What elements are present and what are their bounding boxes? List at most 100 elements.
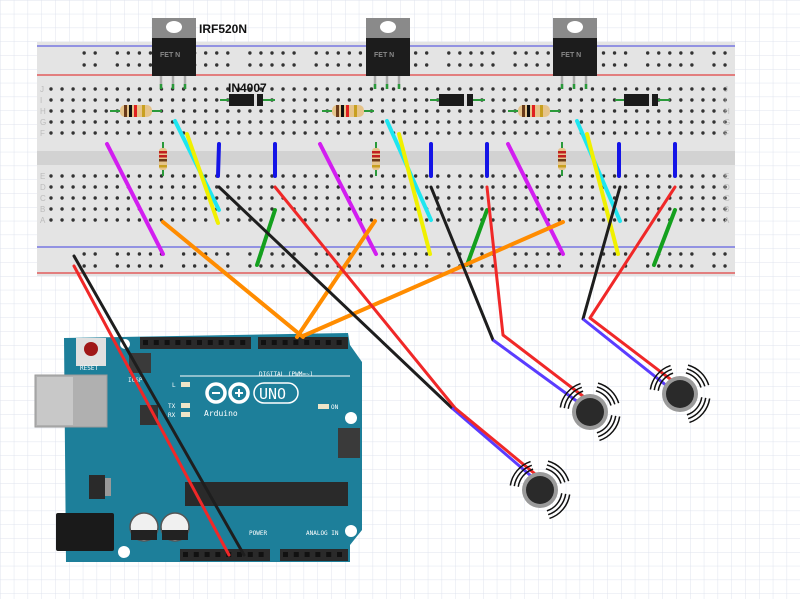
hole <box>391 207 396 211</box>
orange-wire[interactable] <box>161 220 305 339</box>
row-label: F <box>724 129 729 138</box>
pin-hole <box>164 340 170 345</box>
orange-wire[interactable] <box>295 219 377 339</box>
green-wire[interactable] <box>652 208 677 267</box>
rail-hole <box>402 252 407 256</box>
hole <box>712 120 716 124</box>
rail-hole <box>413 63 418 67</box>
hole <box>391 218 396 222</box>
rail-hole <box>126 252 131 256</box>
vibration-motor[interactable] <box>649 364 711 424</box>
digital-header-right[interactable] <box>258 337 348 349</box>
hole <box>391 174 396 178</box>
hole <box>204 174 208 178</box>
hole <box>148 207 153 211</box>
red-wire[interactable] <box>273 185 457 410</box>
hole <box>491 131 495 135</box>
hole <box>524 98 528 102</box>
hole <box>49 207 53 211</box>
rail-hole <box>358 51 363 55</box>
hole <box>458 120 462 124</box>
hole <box>469 185 473 189</box>
hole <box>115 87 120 91</box>
hole <box>568 174 573 178</box>
magenta-wire[interactable] <box>506 142 565 256</box>
mosfet[interactable]: FET N <box>366 18 410 89</box>
pin-hole <box>315 552 321 557</box>
hole <box>281 98 285 102</box>
hole <box>657 174 661 178</box>
hole <box>458 87 462 91</box>
rail-hole <box>215 252 219 256</box>
vibration-wave-icon <box>686 397 703 416</box>
hole <box>513 207 517 211</box>
red-wire[interactable] <box>588 185 677 320</box>
red-wire[interactable] <box>72 264 231 557</box>
hole <box>248 196 252 200</box>
hole <box>314 131 318 135</box>
orange-wire[interactable] <box>301 220 565 338</box>
rail-hole <box>425 252 429 256</box>
magenta-wire[interactable] <box>105 142 165 256</box>
hole <box>469 218 473 222</box>
hole <box>612 87 617 91</box>
vibration-motor[interactable] <box>509 460 571 520</box>
hole <box>590 185 595 189</box>
black-wire[interactable] <box>581 185 622 321</box>
arduino-uno[interactable]: RESET ICSP DIGITAL (PWM=~) L TX RX ON UN… <box>34 333 362 562</box>
vibration-wave-icon <box>509 460 531 486</box>
hole <box>115 98 120 102</box>
power-header[interactable] <box>180 549 270 561</box>
power-jack[interactable] <box>56 513 114 551</box>
hole <box>623 218 628 222</box>
hole <box>215 98 219 102</box>
rail-hole <box>358 252 363 256</box>
rail-hole <box>82 51 86 55</box>
rail-hole <box>226 63 230 67</box>
hole <box>612 218 617 222</box>
hole <box>502 174 506 178</box>
hole <box>303 87 307 91</box>
hole <box>303 185 307 189</box>
green-wire[interactable] <box>255 208 277 267</box>
rail-hole <box>215 63 219 67</box>
hole <box>425 185 429 189</box>
rail-hole <box>601 51 606 55</box>
led-rx <box>181 412 190 417</box>
mosfet[interactable]: FET N <box>553 18 597 89</box>
hole <box>458 218 462 222</box>
hole <box>93 207 97 211</box>
hole <box>579 218 584 222</box>
blue-wire[interactable] <box>216 142 221 178</box>
hole <box>480 87 484 91</box>
yellow-wire[interactable] <box>397 132 432 256</box>
mosfet[interactable]: FET N <box>152 18 196 89</box>
yellow-wire[interactable] <box>185 132 220 225</box>
rail-hole <box>192 264 197 268</box>
rail-hole <box>668 264 672 268</box>
hole <box>104 174 108 178</box>
diode <box>220 94 275 106</box>
hole <box>248 87 252 91</box>
black-wire[interactable] <box>429 185 495 342</box>
hole <box>292 196 296 200</box>
motor-lead-negative <box>582 317 673 392</box>
reset-button[interactable] <box>84 342 98 356</box>
black-wire[interactable] <box>217 185 454 410</box>
yellow-wire[interactable] <box>585 132 620 256</box>
hole <box>204 109 208 113</box>
hole <box>425 120 429 124</box>
vibration-motor[interactable] <box>559 382 621 442</box>
hole <box>248 174 252 178</box>
hole <box>590 87 595 91</box>
hole <box>690 218 694 222</box>
black-wire[interactable] <box>72 254 246 557</box>
green-wire[interactable] <box>465 208 489 267</box>
red-wire[interactable] <box>485 185 505 337</box>
resistors-horizontal <box>110 105 560 117</box>
row-label: B <box>724 205 729 214</box>
vibration-wave-icon <box>689 398 711 424</box>
row-label: E <box>40 172 45 181</box>
rail-hole <box>646 51 650 55</box>
hole <box>303 174 307 178</box>
